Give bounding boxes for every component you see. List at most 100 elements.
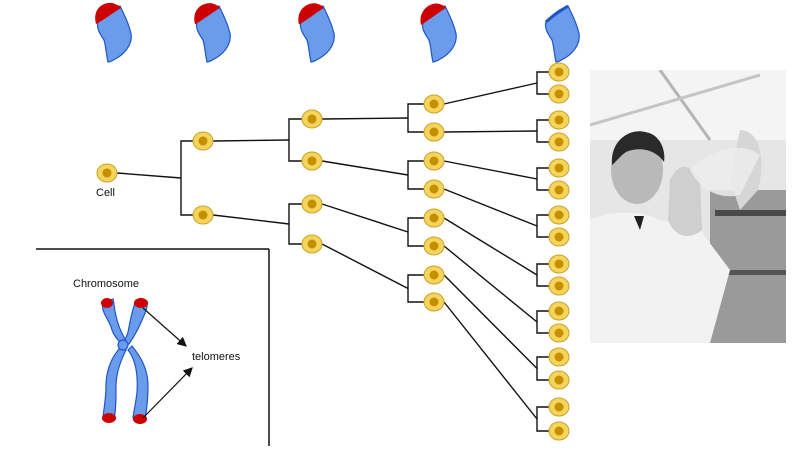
division-line	[321, 160, 409, 176]
cell-nucleus	[554, 115, 564, 125]
cell-nucleus	[429, 184, 439, 194]
cell-nucleus	[554, 67, 564, 77]
cell-nucleus	[554, 259, 564, 269]
cell-gen-4	[301, 194, 323, 214]
chromosome-arm	[544, 5, 580, 63]
cell-nucleus	[554, 210, 564, 220]
cell-label: Cell	[96, 187, 115, 199]
cell-gen-2	[192, 131, 214, 151]
division-line	[443, 245, 538, 323]
division-bracket	[536, 263, 549, 287]
chromosome-arm	[421, 5, 457, 63]
cell-gen-16	[548, 158, 570, 178]
cell-nucleus	[429, 156, 439, 166]
division-bracket	[536, 214, 549, 238]
division-bracket	[536, 406, 549, 432]
cell-gen-16	[548, 276, 570, 296]
scientist-photo	[590, 70, 786, 343]
cell-nucleus	[429, 270, 439, 280]
cell-gen-16	[548, 227, 570, 247]
cell-gen-16	[548, 370, 570, 390]
cell-nucleus	[554, 352, 564, 362]
arrow-to-top-telomere	[142, 307, 187, 347]
cell-gen-16	[548, 180, 570, 200]
telomere-cap	[420, 3, 446, 25]
division-line	[321, 203, 409, 233]
cell-gen-16	[548, 84, 570, 104]
cell-nucleus	[429, 297, 439, 307]
division-line	[443, 301, 538, 420]
division-line	[443, 274, 538, 369]
telomere-stage-4	[420, 3, 457, 63]
division-bracket	[288, 118, 302, 162]
telomere-cap-bottom-left	[102, 413, 116, 423]
cell-gen-4	[301, 151, 323, 171]
division-bracket	[407, 217, 424, 247]
division-bracket	[407, 160, 424, 190]
cell-gen-8	[423, 292, 445, 312]
telomere-cap-top-right	[134, 298, 148, 308]
cell-nucleus	[554, 402, 564, 412]
cell-nucleus	[429, 99, 439, 109]
cell-division-tree-lines	[116, 71, 549, 432]
telomere-stage-5	[544, 4, 580, 63]
cell-nucleus	[554, 185, 564, 195]
division-bracket	[407, 274, 424, 303]
chromosome-arm	[195, 5, 231, 63]
division-bracket	[407, 103, 424, 133]
cell-nucleus	[307, 239, 317, 249]
division-line	[443, 82, 538, 105]
telomere-cap-bottom-right	[133, 414, 147, 424]
division-line	[321, 243, 409, 290]
cell-gen-16	[548, 347, 570, 367]
cell-gen-16	[548, 301, 570, 321]
cell-nucleus	[102, 168, 112, 178]
chromosome-illustration	[101, 298, 149, 424]
cell-gen-16	[548, 397, 570, 417]
division-line	[443, 188, 538, 227]
cell-gen-16	[548, 62, 570, 82]
telomere-cap	[298, 3, 324, 25]
division-line	[116, 172, 182, 179]
cell-nucleus	[554, 137, 564, 147]
cell-gen-1	[96, 163, 118, 183]
cell-gen-4	[301, 109, 323, 129]
cell-nucleus	[307, 156, 317, 166]
division-bracket	[536, 71, 549, 95]
cell-nucleus	[429, 127, 439, 137]
division-bracket	[536, 167, 549, 191]
cell-nucleus	[554, 163, 564, 173]
cell-gen-8	[423, 122, 445, 142]
cell-nucleus	[307, 199, 317, 209]
cell-gen-16	[548, 205, 570, 225]
cell-gen-8	[423, 265, 445, 285]
cell-gen-16	[548, 421, 570, 441]
cell-nucleus	[554, 375, 564, 385]
cell-gen-16	[548, 323, 570, 343]
cell-nucleus	[554, 232, 564, 242]
chromosome-lower-left-arm	[102, 346, 127, 421]
telomere-stage-3	[298, 3, 335, 63]
chromosome-arm	[299, 5, 335, 63]
cell-gen-2	[192, 205, 214, 225]
telomere-cap	[194, 3, 220, 25]
division-line	[443, 217, 538, 276]
cell-nucleus	[554, 306, 564, 316]
chromosome-label: Chromosome	[73, 278, 139, 290]
cell-nucleus	[554, 328, 564, 338]
cell-nucleus	[429, 213, 439, 223]
cell-gen-4	[301, 234, 323, 254]
cell-gen-8	[423, 208, 445, 228]
cell-nucleus	[198, 136, 208, 146]
cell-gen-8	[423, 236, 445, 256]
cell-nucleus	[198, 210, 208, 220]
telomere-cap-top-left	[101, 298, 113, 308]
centromere	[117, 339, 129, 351]
division-bracket	[180, 140, 193, 216]
cell-gen-16	[548, 132, 570, 152]
division-line	[443, 160, 538, 180]
cell-division-tree-cells	[96, 62, 570, 441]
cell-gen-8	[423, 94, 445, 114]
division-bracket	[536, 356, 549, 381]
